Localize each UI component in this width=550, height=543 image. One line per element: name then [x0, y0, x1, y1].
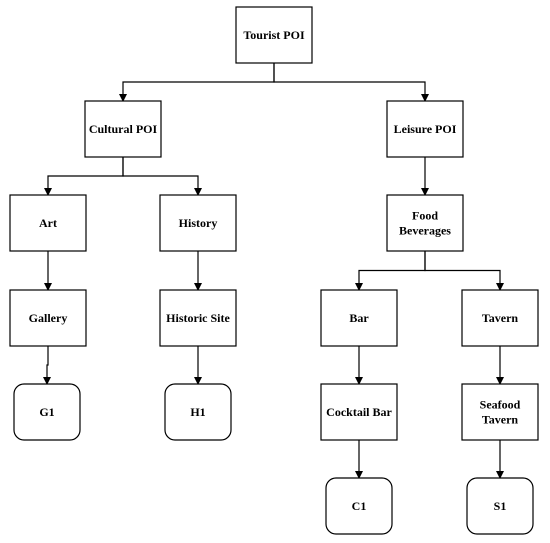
node-s1: S1	[466, 477, 534, 535]
edge-food-beverages-to-tavern	[424, 251, 504, 291]
node-c1-label: C1	[352, 499, 367, 513]
node-g1-label: G1	[39, 405, 54, 419]
node-s1-label: S1	[494, 499, 507, 513]
node-food-beverages-label: Food	[412, 209, 438, 223]
node-gallery-label: Gallery	[29, 311, 68, 325]
node-c1: C1	[325, 477, 393, 535]
node-historic-site-label: Historic Site	[166, 311, 230, 325]
node-h1-label: H1	[190, 405, 205, 419]
node-tavern-label: Tavern	[482, 311, 519, 325]
edge-cultural-poi-to-history	[122, 157, 202, 196]
node-cultural-poi-label: Cultural POI	[89, 122, 158, 136]
node-bar-box	[320, 289, 398, 347]
edge-food-beverages-to-bar	[355, 251, 426, 291]
node-leisure-poi-label: Leisure POI	[394, 122, 457, 136]
node-cocktail-bar-box	[320, 383, 398, 441]
edge-tourist-poi-to-leisure-poi	[273, 63, 429, 102]
node-gallery: Gallery	[9, 289, 87, 347]
node-h1-box	[164, 383, 232, 441]
node-historic-site-box	[159, 289, 237, 347]
node-c1-box	[325, 477, 393, 535]
edge-tourist-poi-to-cultural-poi	[119, 63, 275, 102]
node-s1-box	[466, 477, 534, 535]
node-bar-label: Bar	[349, 311, 369, 325]
node-seafood-tavern-label: Tavern	[482, 413, 519, 427]
node-food-beverages-label: Beverages	[399, 224, 451, 238]
node-art: Art	[9, 194, 87, 252]
node-history-box	[159, 194, 237, 252]
node-leisure-poi-box	[386, 100, 464, 158]
edge-cultural-poi-to-art	[44, 157, 124, 196]
node-tourist-poi: Tourist POI	[235, 6, 313, 64]
node-g1-box	[13, 383, 81, 441]
node-cultural-poi-box	[84, 100, 162, 158]
edges-layer	[43, 63, 504, 479]
node-historic-site: Historic Site	[159, 289, 237, 347]
node-g1: G1	[13, 383, 81, 441]
node-cocktail-bar: Cocktail Bar	[320, 383, 398, 441]
node-h1: H1	[164, 383, 232, 441]
node-history: History	[159, 194, 237, 252]
node-gallery-box	[9, 289, 87, 347]
node-seafood-tavern-box	[461, 383, 539, 441]
node-tourist-poi-box	[235, 6, 313, 64]
node-leisure-poi: Leisure POI	[386, 100, 464, 158]
node-bar: Bar	[320, 289, 398, 347]
node-tavern-box	[461, 289, 539, 347]
node-art-label: Art	[39, 216, 57, 230]
node-tavern: Tavern	[461, 289, 539, 347]
node-cocktail-bar-label: Cocktail Bar	[326, 405, 392, 419]
edge-gallery-to-g1	[43, 346, 51, 385]
node-cultural-poi: Cultural POI	[84, 100, 162, 158]
node-food-beverages-box	[386, 194, 464, 252]
node-seafood-tavern-label: Seafood	[480, 398, 521, 412]
node-tourist-poi-label: Tourist POI	[243, 28, 305, 42]
node-history-label: History	[179, 216, 218, 230]
node-art-box	[9, 194, 87, 252]
